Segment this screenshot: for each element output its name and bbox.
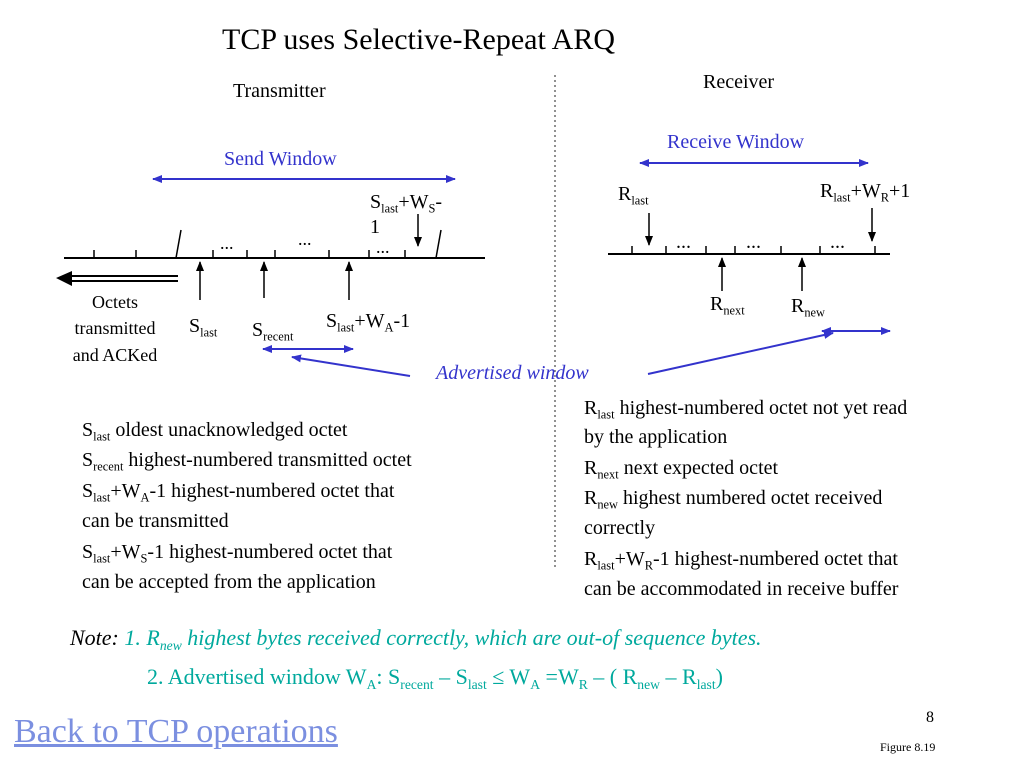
- back-to-tcp-operations-link[interactable]: Back to TCP operations: [14, 713, 338, 750]
- s-last-wa-label: Slast+WA-1: [326, 310, 411, 335]
- def-s-last-wa: Slast+WA-1 highest-numbered octet that: [82, 480, 395, 505]
- send-window-label: Send Window: [224, 148, 337, 170]
- advertised-window-label: Advertised window: [436, 362, 589, 384]
- advertised-callout-left: [291, 354, 411, 377]
- rx-ticks: [631, 246, 876, 254]
- octets-label-3: and ACKed: [72, 345, 158, 365]
- def-r-last-cont: by the application: [584, 426, 728, 448]
- def-s-recent: Srecent highest-numbered transmitted oct…: [82, 449, 412, 474]
- page-title: TCP uses Selective-Repeat ARQ: [222, 23, 615, 56]
- figure-label: Figure 8.19: [880, 740, 936, 754]
- receiver-heading: Receiver: [703, 71, 775, 93]
- send-window-right-edge: [435, 229, 442, 259]
- octets-label-1: Octets: [92, 292, 138, 312]
- octets-label-2: transmitted: [74, 318, 156, 338]
- s-last-ws-label-cont: 1: [370, 216, 380, 238]
- def-r-new-cont: correctly: [584, 517, 656, 539]
- r-next-label: Rnext: [710, 293, 745, 318]
- tx-ticks: [93, 250, 406, 258]
- rx-ellipsis-3: ...: [830, 231, 845, 253]
- tx-ellipsis-3: ...: [376, 237, 390, 257]
- send-window-left-edge: [175, 229, 182, 259]
- rx-ellipsis-2: ...: [746, 231, 761, 253]
- receive-window-label: Receive Window: [667, 131, 805, 153]
- r-last-wr-label: Rlast+WR+1: [820, 180, 911, 205]
- rx-ellipsis-1: ...: [676, 231, 691, 253]
- def-r-last: Rlast highest-numbered octet not yet rea…: [584, 397, 908, 422]
- def-r-next: Rnext next expected octet: [584, 457, 779, 482]
- s-recent-label: Srecent: [252, 319, 294, 344]
- def-s-last-ws: Slast+WS-1 highest-numbered octet that: [82, 541, 393, 566]
- s-last-label: Slast: [189, 315, 218, 340]
- def-r-last-wr-cont: can be accommodated in receive buffer: [584, 578, 899, 600]
- page-number: 8: [926, 709, 934, 726]
- tx-ellipsis-2: ...: [298, 229, 312, 249]
- def-s-last-wa-cont: can be transmitted: [82, 510, 229, 532]
- s-last-ws-label: Slast+WS-: [370, 191, 443, 216]
- r-last-label: Rlast: [618, 183, 649, 208]
- def-s-last: Slast oldest unacknowledged octet: [82, 419, 348, 444]
- note-2: 2. Advertised window WA: Srecent – Slast…: [147, 664, 723, 692]
- advertised-callout-right: [647, 331, 834, 375]
- r-new-label: Rnew: [791, 295, 825, 320]
- octets-arrow-head: [56, 271, 72, 286]
- def-s-last-ws-cont: can be accepted from the application: [82, 571, 376, 593]
- transmitter-heading: Transmitter: [233, 80, 326, 102]
- def-r-last-wr: Rlast+WR-1 highest-numbered octet that: [584, 548, 898, 573]
- tx-ellipsis-1: ...: [220, 233, 234, 253]
- def-r-new: Rnew highest numbered octet received: [584, 487, 883, 512]
- note-1: Note: 1. Rnew highest bytes received cor…: [70, 625, 762, 653]
